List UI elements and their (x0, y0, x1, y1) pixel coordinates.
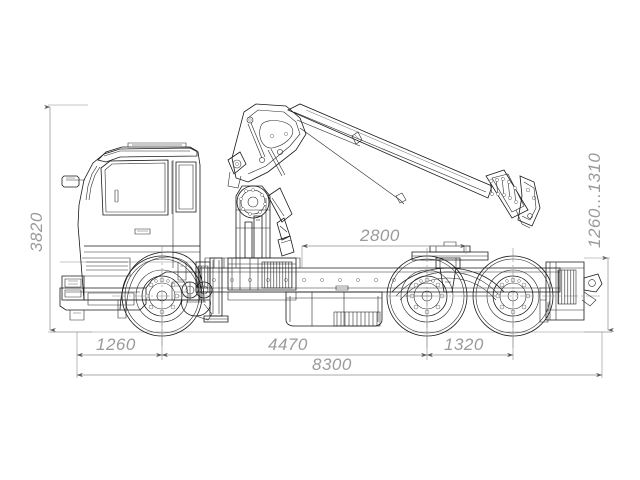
crane-column (235, 185, 271, 259)
outrigger (203, 257, 229, 323)
crane (171, 103, 541, 323)
crane-boom-outer (287, 103, 493, 205)
rear-frame (539, 261, 603, 323)
dimension-label-4470: 4470 (268, 335, 308, 354)
dimension-label-1320: 1320 (444, 335, 484, 354)
cab (59, 142, 205, 321)
secondary-cylinder (244, 215, 263, 259)
dimension-label-1260: 1260 (96, 335, 136, 354)
dimension-label-8300: 8300 (312, 355, 352, 374)
dimension-label-2800: 2800 (359, 226, 400, 245)
dimension-label-1260-1310: 1260...1310 (585, 153, 604, 248)
crane-base (227, 257, 297, 301)
crane-boom-inner (231, 103, 307, 183)
dimension-crane-height-range: 1260...1310 (584, 153, 614, 333)
lift-cylinder (267, 187, 295, 257)
dimension-frame-to-fifthwheel: 2800 (301, 226, 467, 268)
boom-pivot-link (227, 151, 247, 189)
dimension-chain-lower: 1260 4470 1320 8300 (76, 300, 603, 378)
crane-control-stand (171, 262, 191, 301)
boom-extensions (485, 169, 541, 229)
hydraulic-block (181, 261, 213, 321)
fuel-tank (285, 285, 383, 327)
chassis-frame (199, 257, 561, 293)
dimension-height-overall: 3820 (27, 104, 92, 333)
dimension-label-3820: 3820 (27, 212, 46, 252)
